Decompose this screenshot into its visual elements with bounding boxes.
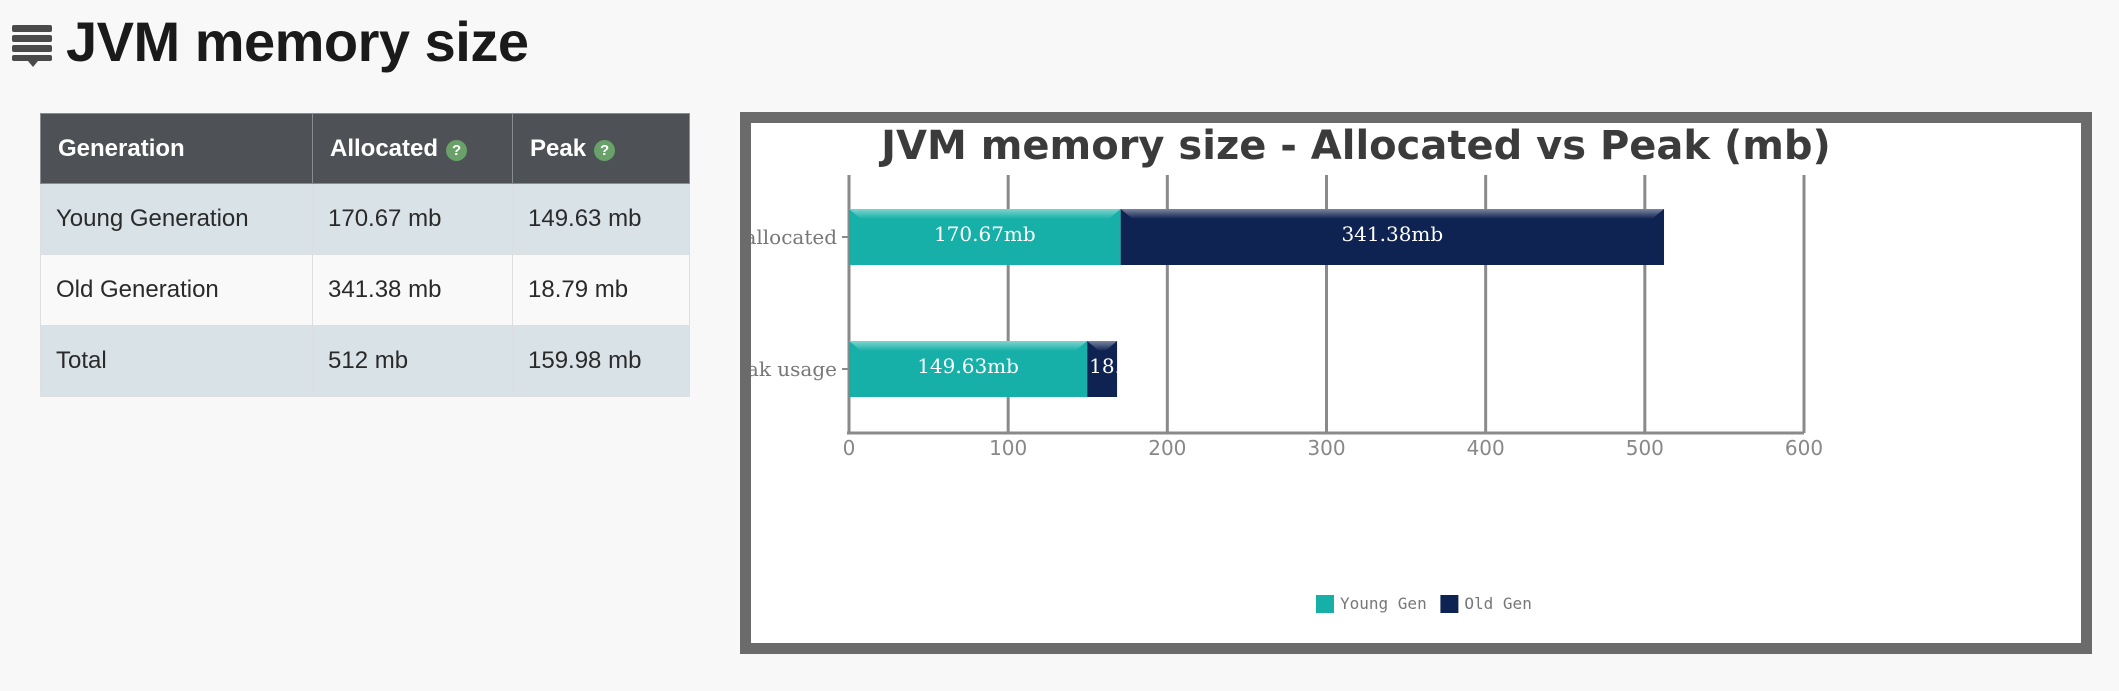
cell-allocated: 512 mb [312,325,513,397]
bar-data-label: 341.38mb [1341,222,1443,246]
y-category-label: peak usage [751,357,837,381]
memory-bar-chart: JVM memory size - Allocated vs Peak (mb)… [751,123,1831,613]
cell-peak: 149.63 mb [512,183,690,255]
page-title: JVM memory size [66,10,529,73]
column-header-generation: Generation [40,113,313,184]
x-tick-label: 100 [989,436,1027,460]
column-header-allocated: Allocated? [312,113,513,184]
column-header-label: Generation [58,134,185,162]
bar-bevel [1087,341,1118,351]
cell-peak: 18.79 mb [512,254,690,326]
page-header: JVM memory size [12,10,529,73]
bar-bevel [849,341,1088,351]
cell-allocated: 170.67 mb [312,183,513,255]
cell-peak: 159.98 mb [512,325,690,397]
x-tick-label: 500 [1626,436,1664,460]
bar-data-label: 18.79mb [1089,354,1178,378]
legend-label[interactable]: Young Gen [1340,594,1427,613]
cell-generation: Old Generation [40,254,313,326]
x-tick-label: 400 [1467,436,1505,460]
y-category-label: allocated [751,225,837,249]
table-row: Total 512 mb 159.98 mb [40,325,690,397]
x-tick-label: 0 [843,436,856,460]
bar-bevel [1120,209,1665,219]
table-row: Old Generation 341.38 mb 18.79 mb [40,254,690,326]
column-header-label: Allocated [330,134,439,162]
bar-data-label: 149.63mb [917,354,1019,378]
table-header-row: Generation Allocated? Peak? [40,113,690,184]
column-header-peak: Peak? [512,113,690,184]
stacked-list-icon [12,25,52,67]
chart-title: JVM memory size - Allocated vs Peak (mb) [878,123,1831,169]
help-icon[interactable]: ? [446,139,468,161]
chart-panel: JVM memory size - Allocated vs Peak (mb)… [740,112,2092,654]
x-tick-label: 200 [1148,436,1186,460]
chart-area: JVM memory size - Allocated vs Peak (mb)… [751,123,2081,643]
bar-data-label: 170.67mb [934,222,1036,246]
x-tick-label: 600 [1785,436,1823,460]
legend-swatch [1440,595,1459,613]
memory-table: Generation Allocated? Peak? Young Genera… [40,113,690,397]
legend-swatch [1316,595,1334,613]
column-header-label: Peak [530,134,587,162]
bar-bevel [849,209,1121,219]
legend-label[interactable]: Old Gen [1464,594,1531,613]
cell-generation: Total [40,325,313,397]
x-tick-label: 300 [1307,436,1345,460]
table-row: Young Generation 170.67 mb 149.63 mb [40,183,690,255]
cell-allocated: 341.38 mb [312,254,513,326]
cell-generation: Young Generation [40,183,313,255]
help-icon[interactable]: ? [594,139,616,161]
